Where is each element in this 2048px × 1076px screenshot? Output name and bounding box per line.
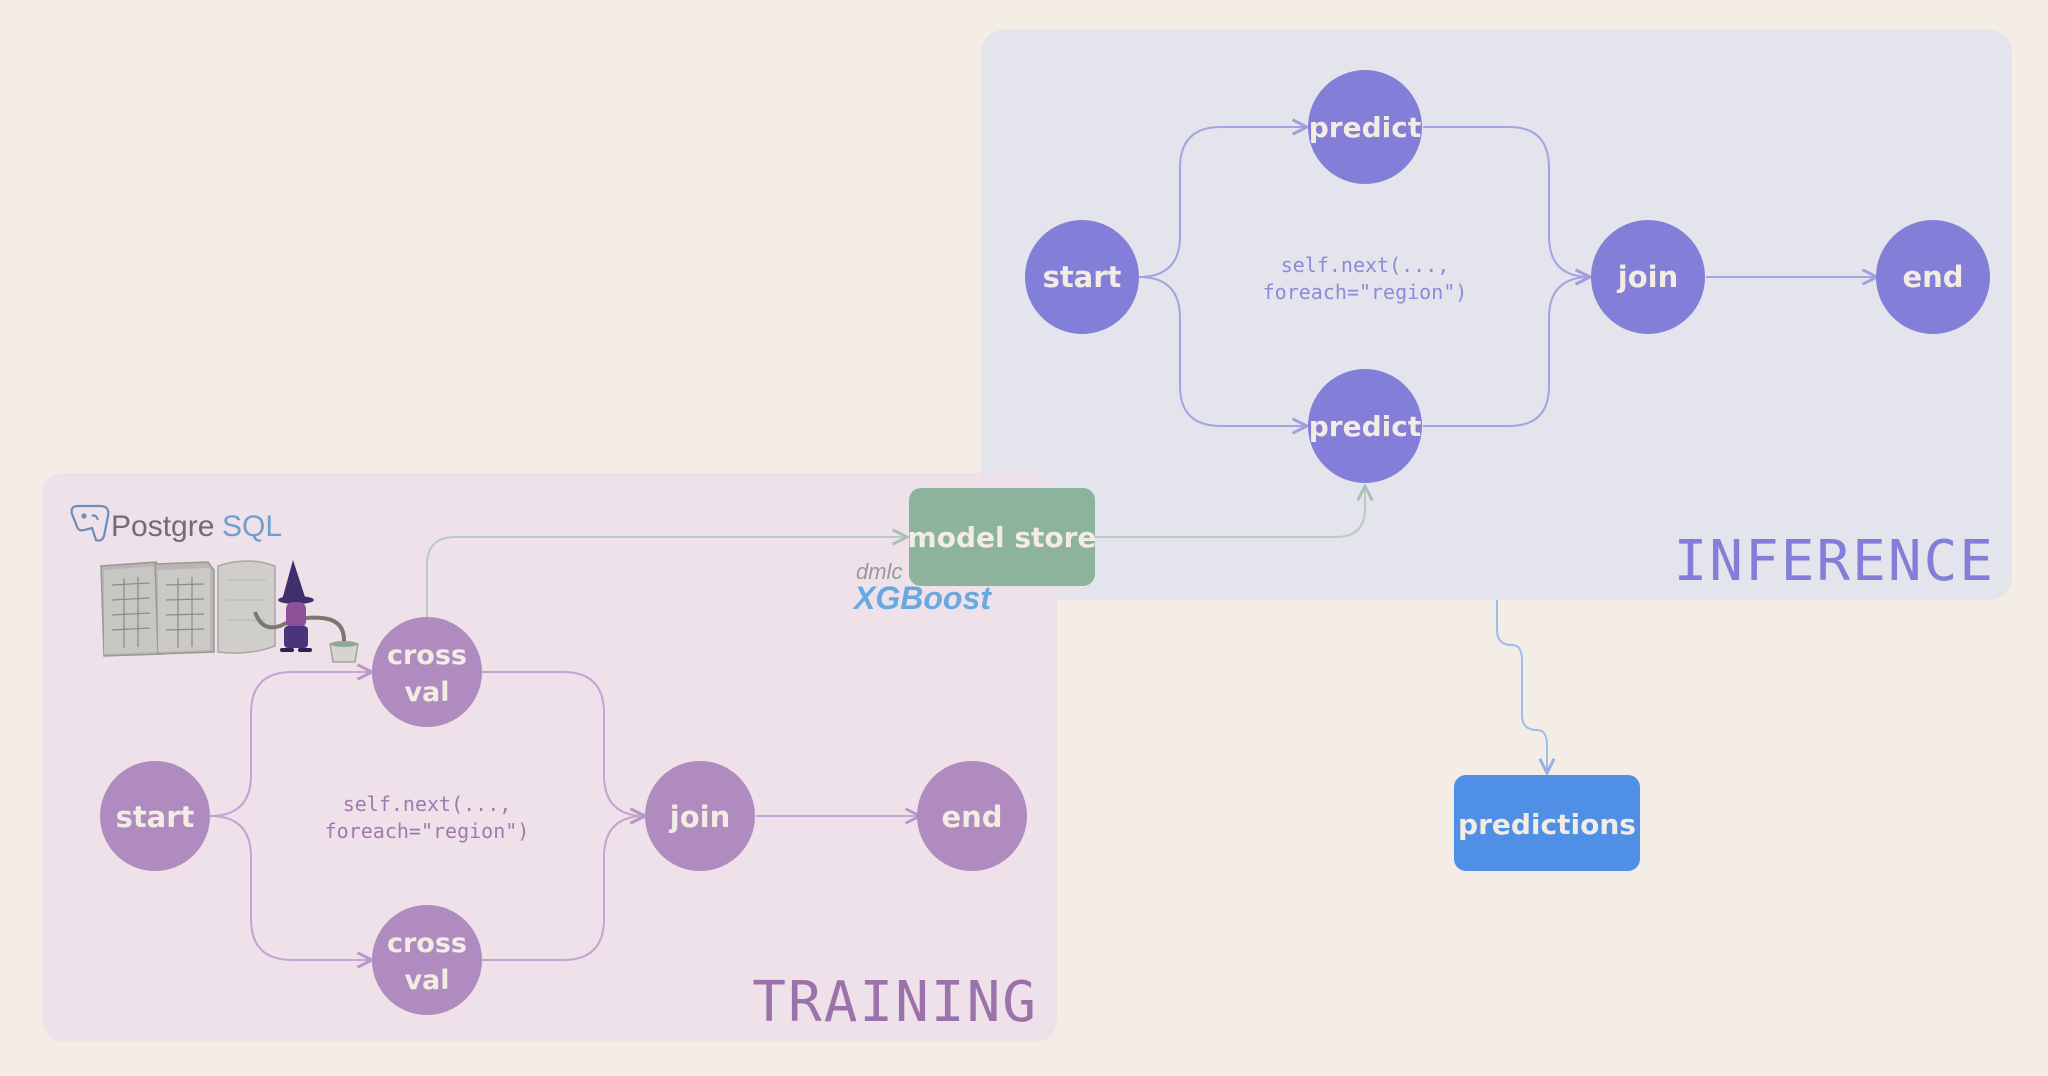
training-nodes: start cross val cross val join end <box>100 617 1027 1015</box>
training-end-label: end <box>941 800 1002 834</box>
xgboost-small-label: dmlc <box>856 559 902 584</box>
building-icon-3 <box>217 560 276 654</box>
postgres-prefix: Postgre <box>111 510 214 543</box>
training-code-line2: foreach="region") <box>325 819 530 843</box>
inference-predict-top-label: predict <box>1309 111 1421 144</box>
training-cross-bottom-line2: val <box>404 965 449 996</box>
postgres-suffix: SQL <box>222 510 282 543</box>
inference-join-label: join <box>1617 260 1678 294</box>
edge-model-store-to-predict <box>1094 486 1365 538</box>
edge-train-start-cross-bottom <box>209 815 372 960</box>
model-store-box[interactable]: model store <box>908 488 1097 586</box>
inference-predict-bottom-node[interactable]: predict <box>1308 369 1422 483</box>
inference-start-label: start <box>1043 260 1122 294</box>
inference-nodes: start predict predict join end <box>1025 70 1990 483</box>
training-edges <box>209 671 920 961</box>
training-join-label: join <box>669 800 730 834</box>
wizard-icon <box>278 560 314 652</box>
edge-predict-top-join <box>1423 126 1590 277</box>
edge-inference-to-predictions <box>1496 600 1547 773</box>
inference-code-line1: self.next(..., <box>1281 253 1450 277</box>
inference-title: INFERENCE <box>1674 529 1995 594</box>
edge-predict-bottom-join <box>1423 277 1590 427</box>
data-warehouse-illustration <box>100 560 359 663</box>
xgboost-main-label: XGBoost <box>852 580 992 616</box>
edge-train-start-cross-top <box>209 672 372 817</box>
postgresql-logo: Postgre SQL <box>70 504 282 543</box>
inference-end-label: end <box>1902 260 1963 294</box>
inference-start-node[interactable]: start <box>1025 220 1139 334</box>
training-code-line1: self.next(..., <box>343 792 512 816</box>
training-cross-top-line1: cross <box>387 640 467 671</box>
inference-join-node[interactable]: join <box>1591 220 1705 334</box>
training-start-node[interactable]: start <box>100 761 210 871</box>
inference-end-node[interactable]: end <box>1876 220 1990 334</box>
training-cross-val-bottom-node[interactable]: cross val <box>372 905 482 1015</box>
elephant-icon <box>70 504 110 542</box>
edge-cross-to-model-store <box>426 537 907 617</box>
inference-edges <box>1138 126 1877 427</box>
edge-train-cross-top-join <box>482 671 645 816</box>
inference-predict-bottom-label: predict <box>1309 410 1421 443</box>
inference-predict-top-node[interactable]: predict <box>1308 70 1422 184</box>
training-cross-bottom-line1: cross <box>387 928 467 959</box>
model-store-label: model store <box>908 521 1097 554</box>
edge-start-predict-bottom <box>1138 276 1307 426</box>
bucket-icon <box>329 641 359 663</box>
training-join-node[interactable]: join <box>645 761 755 871</box>
predictions-box[interactable]: predictions <box>1454 775 1640 871</box>
model-store-edges <box>426 486 1365 617</box>
building-icon <box>100 561 163 657</box>
training-panel <box>42 473 1057 1042</box>
training-title: TRAINING <box>752 970 1038 1035</box>
building-icon-2 <box>154 561 215 655</box>
inference-panel <box>981 30 2012 600</box>
training-end-node[interactable]: end <box>917 761 1027 871</box>
edge-train-cross-bottom-join <box>482 816 645 961</box>
xgboost-logo: dmlc XGBoost <box>852 559 992 616</box>
training-cross-val-top-node[interactable]: cross val <box>372 617 482 727</box>
inference-code-line2: foreach="region") <box>1263 280 1468 304</box>
predictions-label: predictions <box>1458 808 1636 841</box>
edge-start-predict-top <box>1138 127 1307 278</box>
training-cross-top-line2: val <box>404 677 449 708</box>
training-start-label: start <box>116 800 195 834</box>
